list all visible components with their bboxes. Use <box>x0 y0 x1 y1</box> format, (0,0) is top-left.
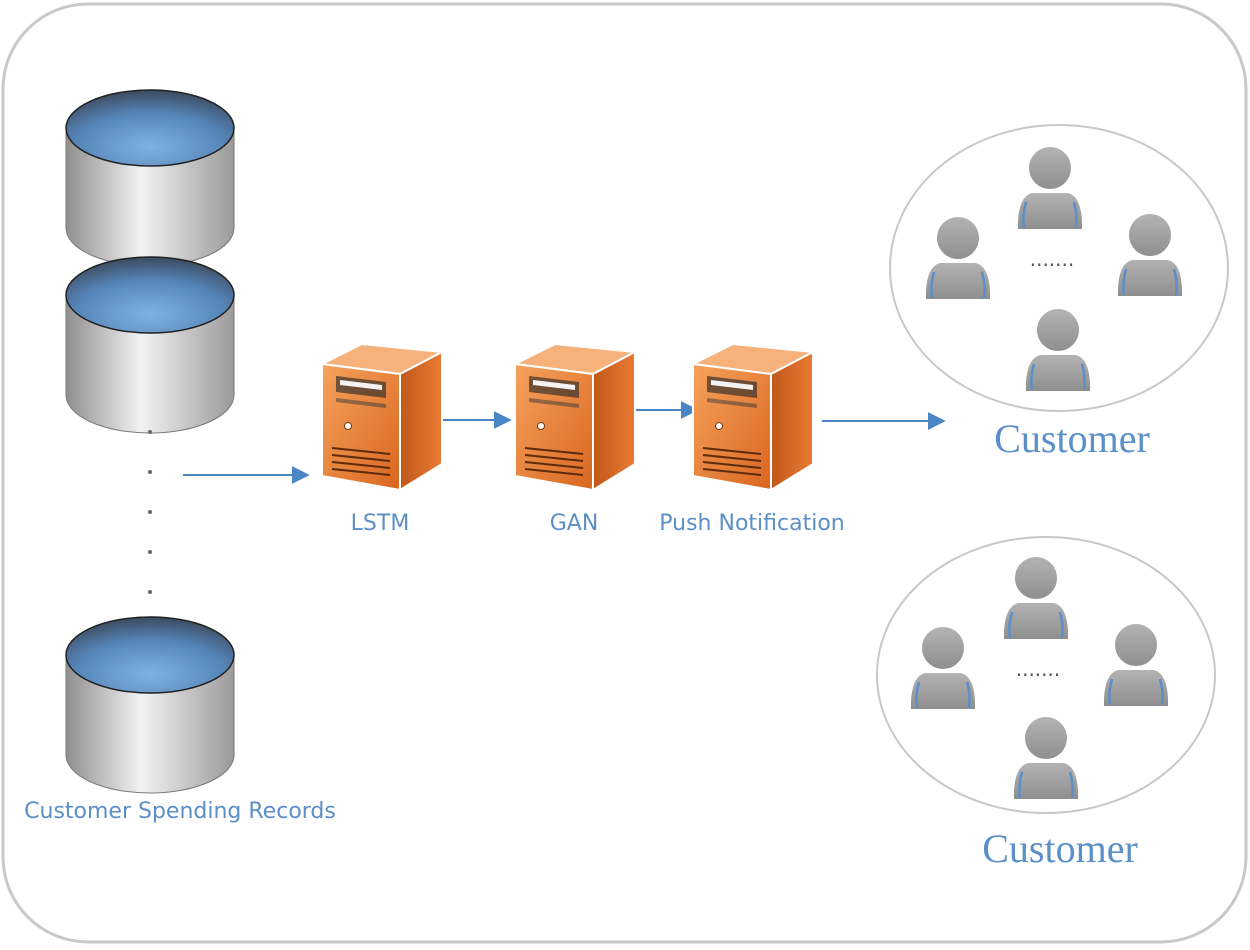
group-ellipsis: ....... <box>1016 657 1061 681</box>
customer-group-circle <box>889 124 1229 412</box>
server-icon <box>692 343 814 491</box>
push-notification-label: Push Notification <box>659 511 844 536</box>
customer-label-1: Customer <box>994 416 1150 461</box>
server-icon <box>514 343 636 491</box>
vertical-ellipsis <box>148 430 152 594</box>
database-icon <box>65 616 235 794</box>
server-icon <box>321 343 443 491</box>
lstm-label: LSTM <box>351 511 410 536</box>
customer-label-2: Customer <box>982 826 1138 871</box>
gan-label: GAN <box>550 511 599 536</box>
customer-group: ....... <box>889 124 1229 412</box>
records-label: Customer Spending Records <box>24 799 336 824</box>
group-ellipsis: ....... <box>1030 247 1075 271</box>
customer-group: ....... <box>876 536 1216 814</box>
database-icon <box>65 89 235 267</box>
customer-group-circle <box>876 536 1216 814</box>
database-icon <box>65 256 235 434</box>
